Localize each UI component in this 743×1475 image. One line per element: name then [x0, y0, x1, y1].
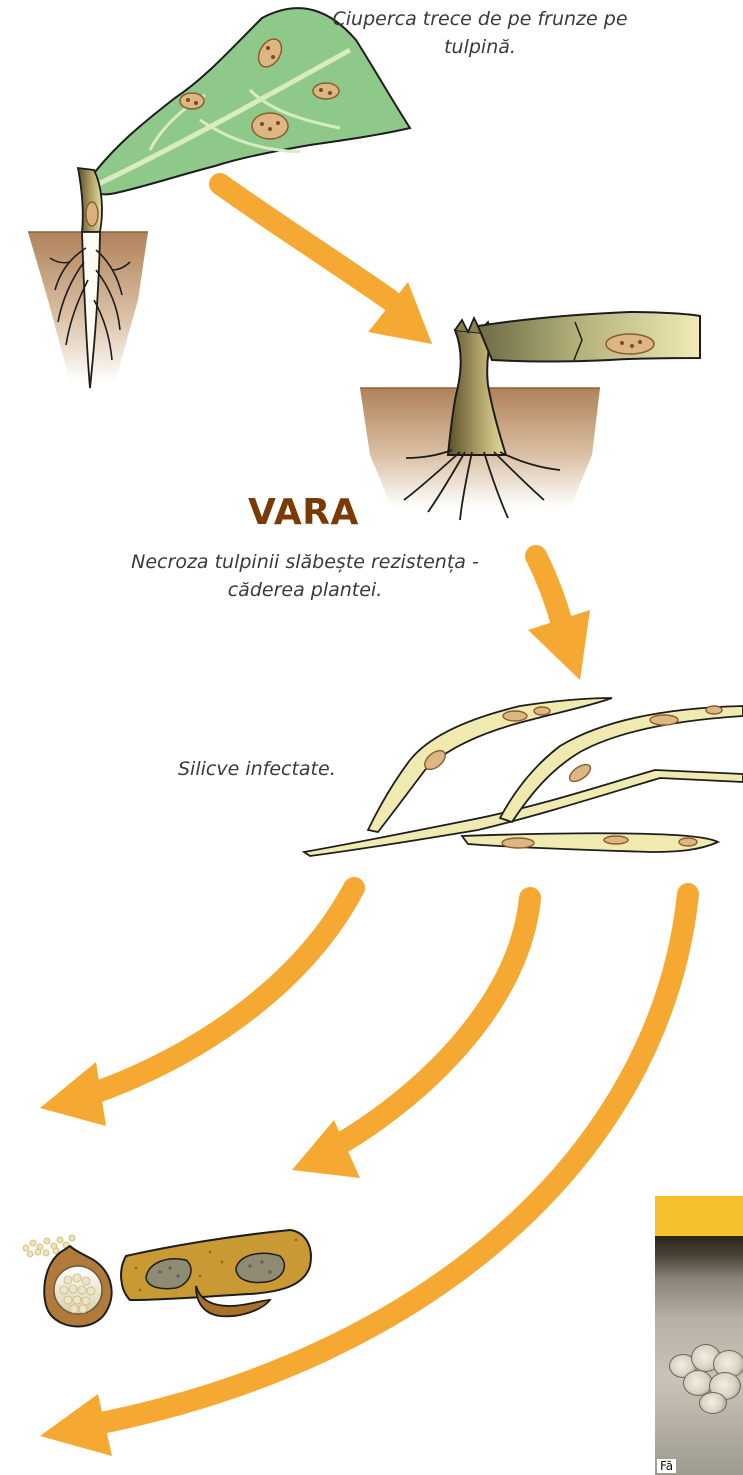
arrow-icon [40, 894, 688, 1456]
caption-pods: Silicve infectate. [178, 755, 336, 783]
stubble-photo: Fă [655, 1196, 743, 1475]
photo-image [655, 1236, 743, 1475]
caption-leaf-to-stem: Ciuperca trece de pe frunze pe tulpină. [330, 5, 630, 61]
arrow-icon [528, 556, 590, 680]
photo-caption: Fă [657, 1459, 676, 1473]
arrow-icon [220, 184, 432, 344]
season-label: VARA [248, 492, 359, 533]
arrow-icon [40, 888, 354, 1126]
broken-stem-plant [360, 312, 700, 520]
caption-stem-necrosis: Necroza tulpinii slăbește rezistența - c… [120, 548, 490, 604]
infected-stubble-icon [121, 1230, 311, 1316]
young-plant-with-infected-leaf [28, 8, 410, 388]
pycnidium-icon [23, 1235, 112, 1327]
photo-header-band [655, 1196, 743, 1236]
infected-pods [304, 698, 743, 856]
